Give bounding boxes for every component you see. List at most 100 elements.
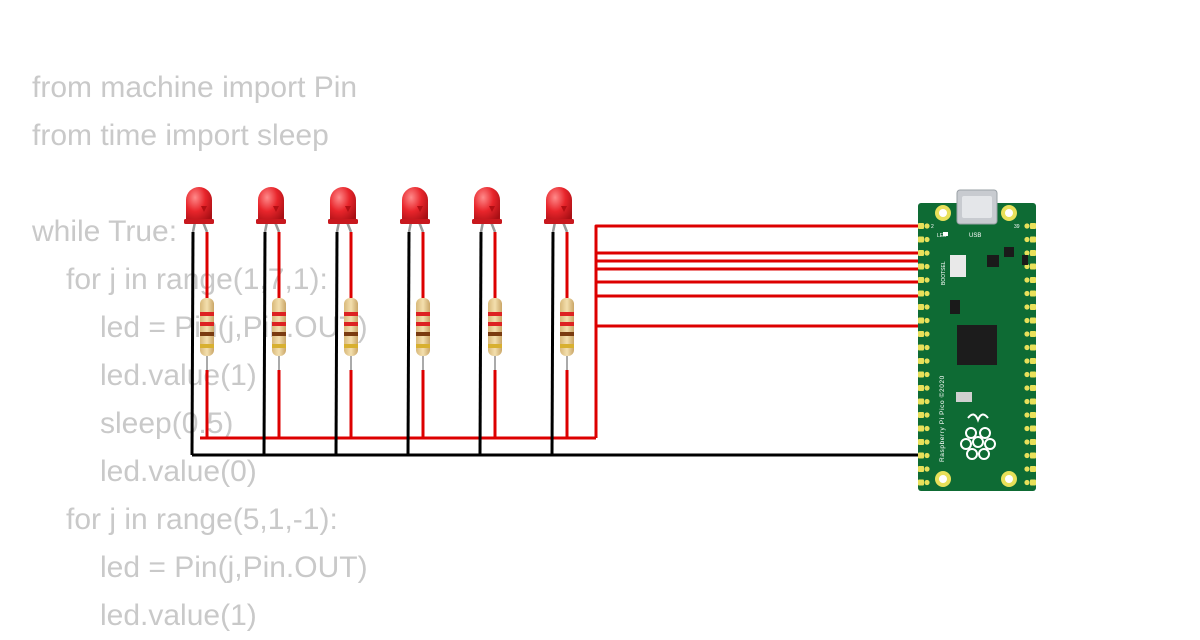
onboard-led <box>943 232 948 236</box>
code-line: for j in range(5,1,-1): <box>66 503 338 536</box>
ground-wire <box>550 231 555 456</box>
pin-hole <box>1024 317 1030 324</box>
ground-wire <box>478 231 483 456</box>
pin-hole <box>1024 331 1030 337</box>
pad <box>1030 358 1036 364</box>
code-line: led = Pin(j,Pin.OUT) <box>100 551 368 584</box>
resistor-band <box>416 332 430 336</box>
pin-hole <box>924 358 930 364</box>
pin-hole <box>924 452 930 459</box>
usb-port <box>962 196 992 218</box>
pin-hole <box>924 250 930 256</box>
pad <box>918 479 924 486</box>
led-rim <box>472 219 502 224</box>
pin-hole <box>924 277 930 283</box>
pad <box>918 290 924 297</box>
led-rim <box>184 219 214 224</box>
components <box>184 187 574 456</box>
led-resistor-pair <box>256 187 286 456</box>
pad <box>1030 236 1036 243</box>
pad <box>1030 331 1036 337</box>
resistor-band <box>272 322 286 326</box>
resistor-band <box>416 344 430 348</box>
pin-hole <box>1024 236 1030 243</box>
pin-hole <box>1024 452 1030 459</box>
pad <box>918 385 924 391</box>
resistor-band <box>272 332 286 336</box>
pad <box>1030 317 1036 324</box>
ground-wire <box>406 231 411 456</box>
pin-hole <box>924 304 930 310</box>
ground-wire <box>334 231 339 456</box>
pin-hole <box>924 236 930 243</box>
smd-chip <box>950 300 960 314</box>
led-resistor-pair <box>472 187 502 456</box>
pad <box>918 236 924 243</box>
resistor-band <box>560 344 574 348</box>
smd-part <box>1022 255 1028 265</box>
silk-bootsel: BOOTSEL <box>941 261 947 285</box>
resistor-band <box>344 322 358 326</box>
pad <box>918 439 924 445</box>
pad <box>918 425 924 432</box>
pad <box>1030 439 1036 445</box>
raspberry-logo-icon <box>960 413 996 460</box>
silk-pin-right: 39 <box>1014 224 1020 230</box>
code-line: led.value(1) <box>100 359 257 392</box>
code-line: while True: <box>32 215 178 248</box>
gpio-pads <box>918 223 1036 486</box>
resistor-band <box>344 332 358 336</box>
pad <box>1030 425 1036 432</box>
pin-hole <box>924 317 930 324</box>
led <box>474 187 500 222</box>
pin-hole <box>924 290 930 297</box>
pin-hole <box>924 466 930 472</box>
pin-hole <box>1024 479 1030 486</box>
led <box>258 187 284 222</box>
pin-hole <box>1024 263 1030 270</box>
pin-hole <box>1024 425 1030 432</box>
pad <box>1030 452 1036 459</box>
pad <box>918 358 924 364</box>
pin-hole <box>1024 304 1030 310</box>
raspberry-pi-pico-board: USB LED 2 39 BOOTSEL Raspberry Pi Pico ©… <box>918 189 1036 491</box>
code-line: led.value(1) <box>100 599 257 632</box>
resistor-band <box>200 344 214 348</box>
resistor-band <box>344 312 358 316</box>
pad <box>1030 371 1036 378</box>
rp2040-chip <box>957 325 997 365</box>
led-die <box>345 206 351 212</box>
pad <box>1030 290 1036 297</box>
resistor-band <box>488 344 502 348</box>
pad <box>1030 304 1036 310</box>
mounting-holes <box>935 205 1017 487</box>
pad <box>918 250 924 256</box>
pad <box>918 371 924 378</box>
led-rim <box>544 219 574 224</box>
pad <box>918 412 924 418</box>
pin-hole <box>924 371 930 378</box>
code-line: led.value(0) <box>100 455 257 488</box>
resistor-band <box>560 332 574 336</box>
pad <box>918 263 924 270</box>
smd-chip <box>987 255 999 267</box>
led-die <box>561 206 567 212</box>
pad <box>1030 223 1036 229</box>
resistor-band <box>416 312 430 316</box>
smd-part <box>956 392 972 402</box>
pad <box>918 277 924 283</box>
pad <box>1030 479 1036 486</box>
pad <box>1030 398 1036 405</box>
resistor-band <box>272 344 286 348</box>
led-die <box>273 206 279 212</box>
pin-hole <box>1024 412 1030 418</box>
signal-wire-top <box>594 224 925 438</box>
led-resistor-pair <box>184 187 214 456</box>
pad <box>918 223 924 229</box>
led-die <box>489 206 495 212</box>
pin-hole <box>924 385 930 391</box>
pin-hole <box>1024 290 1030 297</box>
code-line: from time import sleep <box>32 119 329 152</box>
silk-vertical: Raspberry Pi Pico ©2020 <box>938 375 946 462</box>
